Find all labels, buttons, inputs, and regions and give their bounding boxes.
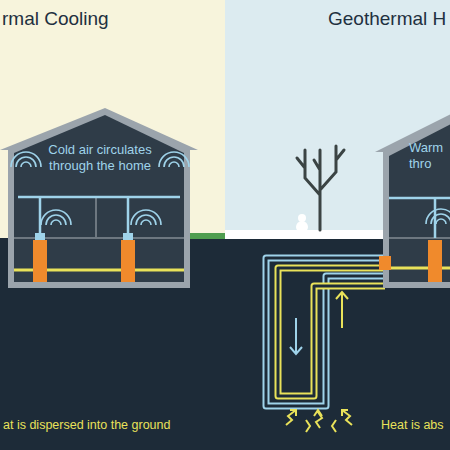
ground-loop-pipes (266, 258, 385, 406)
ground-caption: at is dispersed into the ground (3, 418, 170, 432)
house-shape: Warm thro (375, 108, 450, 290)
flow-arrows (290, 292, 348, 354)
ground-caption: Heat is abs (381, 418, 444, 432)
grass (185, 233, 225, 239)
house-caption: Warm thro (409, 140, 449, 172)
house-caption: Cold air circulates through the home (30, 142, 170, 174)
house-outline (375, 108, 450, 290)
snowman (296, 214, 308, 233)
panel-title: rmal Cooling (2, 8, 109, 30)
house-outline (0, 105, 200, 290)
bare-tree (297, 146, 344, 230)
ground (0, 238, 450, 450)
panel-title: Geothermal H (328, 8, 446, 30)
house-shape: Cold air circulates through the home (0, 105, 200, 290)
heat-squiggles (286, 410, 352, 432)
